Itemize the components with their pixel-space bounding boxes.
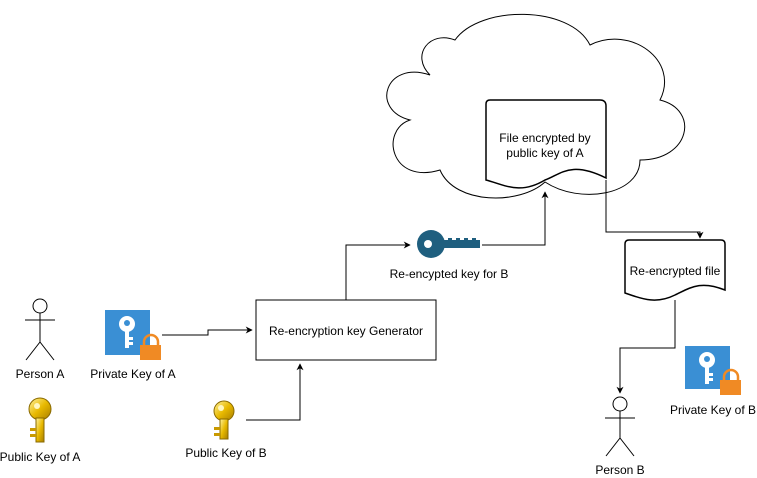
public-key-b-icon — [213, 400, 235, 440]
reencrypted-key-label: Re-encypted key for B — [390, 267, 509, 281]
public-key-b-label: Public Key of B — [185, 446, 266, 460]
arrow-generator-to-reencrypted-key — [345, 241, 411, 300]
private-key-a-label: Private Key of A — [90, 367, 175, 381]
encrypted-file-document[interactable] — [485, 99, 607, 189]
arrow-cloud-file-to-reencrypted-file — [605, 180, 704, 239]
arrow-private-key-a-to-generator — [162, 326, 253, 336]
public-key-a-label: Public Key of A — [0, 450, 80, 464]
person-b-label: Person B — [595, 463, 644, 477]
reencrypted-file-document[interactable] — [624, 239, 726, 301]
arrow-public-key-b-to-generator — [246, 363, 304, 421]
private-key-a-icon — [105, 310, 161, 360]
private-key-b-icon — [685, 346, 741, 395]
reencrypted-key-icon — [417, 230, 480, 258]
person-a-icon — [25, 298, 55, 361]
private-key-b-label: Private Key of B — [670, 403, 756, 417]
encrypted-file-label-line2: public key of A — [506, 146, 583, 160]
person-b-icon — [605, 396, 635, 457]
public-key-a-icon — [28, 397, 52, 443]
arrow-reencrypted-file-to-person-b — [616, 300, 676, 394]
generator-label: Re-encryption key Generator — [269, 324, 423, 338]
encrypted-file-label-line1: File encrypted by — [499, 131, 590, 145]
arrow-reencrypted-key-to-cloud-file — [482, 191, 549, 246]
generator-box[interactable] — [255, 299, 437, 361]
reencrypted-file-label: Re-encrypted file — [630, 264, 721, 278]
person-a-label: Person A — [16, 367, 65, 381]
